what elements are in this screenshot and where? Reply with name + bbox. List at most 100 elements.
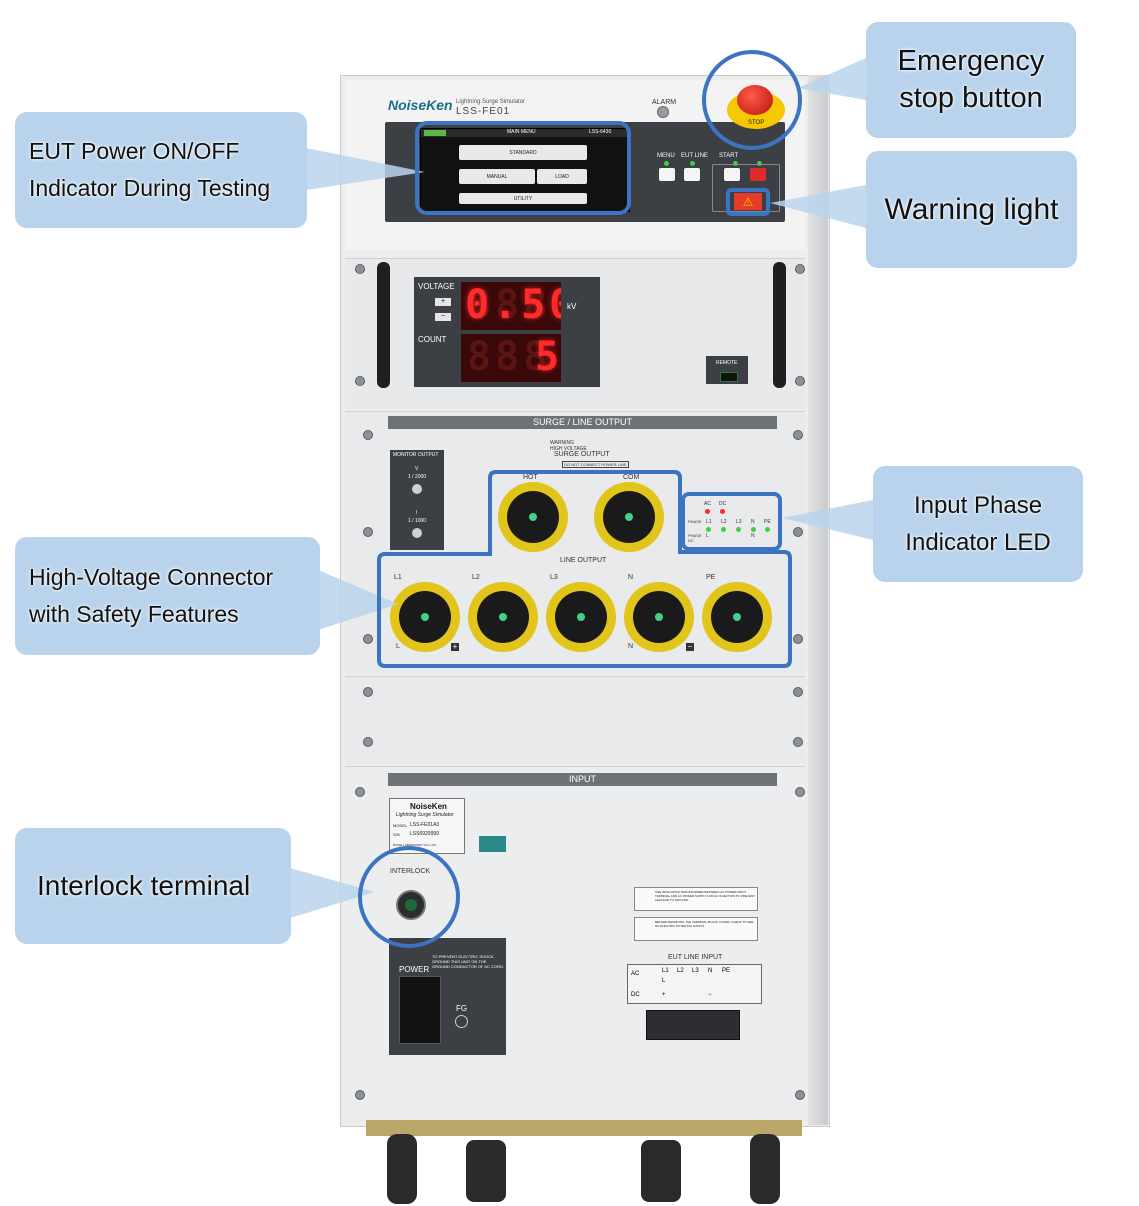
minus-symbol-icon: − — [686, 642, 694, 651]
screw — [363, 687, 373, 697]
right-caster — [750, 1134, 780, 1204]
phase-l3-label: L3 — [736, 519, 742, 525]
stop-key[interactable] — [750, 168, 766, 181]
hv-connector-callout-tail — [318, 570, 398, 630]
left-handle[interactable] — [377, 262, 390, 388]
phase-l2-label: L2 — [721, 519, 727, 525]
terminal-block[interactable] — [646, 1010, 740, 1040]
nameplate-maker: NOISE LABORATORY CO.,LTD. — [393, 843, 437, 847]
nameplate-sn-key: S/N — [393, 832, 400, 837]
phase-led-callout-text: Input Phase Indicator LED — [905, 492, 1051, 556]
pe-led — [765, 527, 770, 532]
interlock-terminal[interactable] — [396, 890, 426, 920]
interlock-highlight — [358, 846, 460, 948]
term-l: L — [662, 978, 666, 984]
voltage-down-key[interactable]: − — [435, 313, 451, 321]
certification-badge — [479, 836, 506, 852]
ac-led — [705, 509, 710, 514]
start-key[interactable] — [724, 168, 740, 181]
fg-terminal[interactable] — [455, 1015, 468, 1028]
touch-screen[interactable]: MAIN MENU LSS-6430 STANDARD MANUAL LOAD … — [420, 128, 630, 212]
menu-led — [664, 161, 669, 166]
line-connector-l2[interactable] — [468, 582, 538, 652]
start-stop-key-box — [712, 164, 780, 212]
hot-connector-socket — [507, 491, 559, 543]
screw — [795, 1090, 805, 1100]
notice-2-text: BEFORE REMOVING THE TERMINAL BLOCK COVER… — [655, 920, 754, 928]
nameplate-sn-value: LSS6929999 — [410, 831, 439, 837]
line-connector-pe[interactable] — [702, 582, 772, 652]
line-connector-n[interactable] — [624, 582, 694, 652]
com-connector-pin — [625, 513, 633, 521]
menu-key[interactable] — [659, 168, 675, 181]
emergency-callout-text: Emergency stop button — [897, 45, 1045, 114]
left-foot — [466, 1140, 506, 1202]
voltage-up-key[interactable]: + — [435, 298, 451, 306]
monitor-v-connector[interactable] — [412, 484, 422, 494]
screw — [355, 376, 365, 386]
phase-ac-label: AC — [704, 501, 711, 507]
term-l3: L3 — [692, 968, 699, 974]
line-connector-l3[interactable] — [546, 582, 616, 652]
screw — [363, 634, 373, 644]
line-output-label: LINE OUTPUT — [560, 557, 607, 564]
product-subtitle: Lightning Surge Simulator — [456, 99, 526, 105]
nameplate: NoiseKen Lightning Surge Simulator MODEL… — [389, 798, 465, 854]
connector-highlight — [377, 470, 792, 668]
surge-output-warning: DO NOT CONNECT POWER LINE — [562, 461, 629, 468]
power-inlet[interactable] — [399, 976, 441, 1044]
warning-light: ⚠ — [734, 193, 762, 210]
phase-led-callout: Input Phase Indicator LED — [873, 466, 1083, 582]
interlock-socket — [405, 899, 417, 911]
screen-status-badge — [424, 130, 446, 136]
right-handle[interactable] — [773, 262, 786, 388]
screw — [363, 430, 373, 440]
hv-connector-callout: High-Voltage Connector with Safety Featu… — [15, 537, 320, 655]
start-key-label: START — [719, 153, 739, 159]
screw — [793, 430, 803, 440]
line-connector-n-socket — [633, 591, 685, 643]
screen-load-button[interactable]: LOAD — [537, 169, 587, 184]
line-label-pe: PE — [706, 574, 716, 581]
eut-terminal-table: AC DC L1 L2 L3 N PE L + − — [627, 964, 762, 1004]
menu-key-label: MENU — [657, 153, 675, 159]
phase-n-label: N — [751, 519, 755, 525]
com-connector[interactable] — [594, 482, 664, 552]
phase-l1-label: L1 — [706, 519, 712, 525]
eut-line-key[interactable] — [684, 168, 700, 181]
voltage-display: 888 0.50 — [461, 282, 561, 330]
notice-label-2: BEFORE REMOVING THE TERMINAL BLOCK COVER… — [634, 917, 758, 941]
eut-power-callout: EUT Power ON/OFF Indicator During Testin… — [15, 112, 307, 228]
hot-connector[interactable] — [498, 482, 568, 552]
term-l1: L1 — [662, 968, 669, 974]
phase-label: PHASE — [688, 519, 702, 524]
emergency-stop-label: STOP — [748, 120, 765, 126]
l3-led — [736, 527, 741, 532]
voltage-label: VOLTAGE — [418, 282, 455, 291]
eut-power-callout-text: EUT Power ON/OFF Indicator During Testin… — [29, 138, 271, 201]
brand-logo: NoiseKen — [388, 97, 453, 113]
touch-screen-highlight — [415, 121, 631, 215]
emergency-stop-highlight — [702, 50, 802, 150]
emergency-stop-button[interactable] — [737, 85, 773, 115]
line-label-l2: L2 — [472, 574, 480, 581]
surge-output-label: SURGE OUTPUT — [554, 451, 610, 458]
left-caster — [387, 1134, 417, 1204]
voltage-ghost-digits: 888 — [467, 282, 552, 328]
remote-connector[interactable] — [720, 372, 738, 382]
alarm-lamp — [657, 106, 669, 118]
screw — [795, 787, 805, 797]
plus-symbol-icon: + — [451, 642, 459, 651]
warning-callout-text: Warning light — [884, 192, 1059, 226]
screen-manual-button[interactable]: MANUAL — [459, 169, 535, 184]
cabinet-side — [808, 75, 828, 1125]
screen-utility-button[interactable]: UTILITY — [459, 193, 587, 204]
monitor-i-connector[interactable] — [412, 528, 422, 538]
line-connector-l1[interactable] — [390, 582, 460, 652]
fg-label: FG — [456, 1004, 468, 1013]
line-connector-l2-pin — [499, 613, 507, 621]
screen-standard-button[interactable]: STANDARD — [459, 145, 587, 160]
count-ghost-digits: 888 — [467, 334, 552, 380]
line-connector-l3-pin — [577, 613, 585, 621]
